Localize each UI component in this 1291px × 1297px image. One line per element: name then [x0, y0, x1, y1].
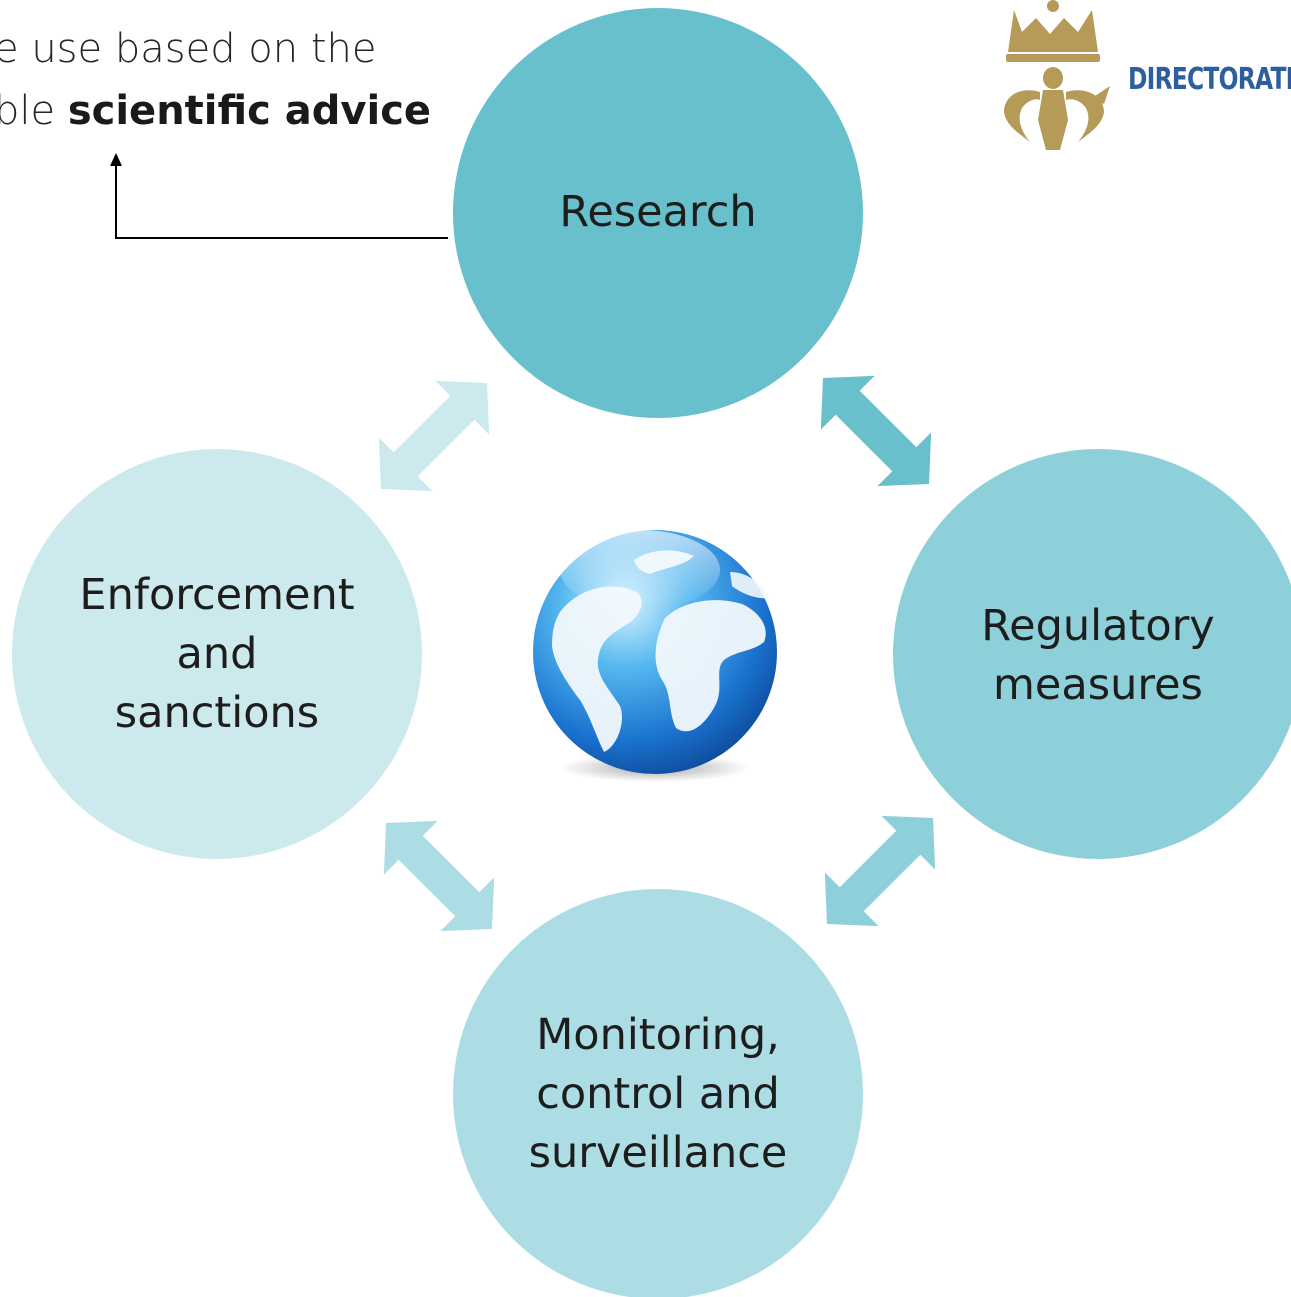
callout-connector — [115, 165, 448, 239]
double-arrow-mcs-enforcement — [383, 820, 495, 932]
logo-text: DIRECTORATE — [1128, 62, 1291, 97]
regulatory-label: Regulatory measures — [981, 601, 1215, 710]
research-circle — [453, 8, 863, 418]
double-arrow-research-regulatory — [820, 375, 932, 487]
globe-icon — [533, 530, 777, 782]
callout-line-2: ble scientific advice — [0, 80, 431, 142]
callout-bold-text: scientific advice — [67, 88, 432, 134]
crest-logo — [1004, 0, 1110, 150]
double-arrow-enforcement-research — [378, 380, 490, 492]
research-label: Research — [559, 186, 757, 237]
callout-arrowhead — [110, 153, 122, 166]
mcs-circle — [453, 889, 863, 1297]
callout-line-2-prefix: ble — [0, 88, 68, 134]
double-arrow-regulatory-mcs — [824, 815, 936, 927]
enforcement-label: Enforcement and sanctions — [79, 569, 355, 738]
mcs-label: Monitoring, control and surveillance — [528, 1009, 788, 1178]
enforcement-circle — [12, 449, 422, 859]
regulatory-circle — [893, 449, 1291, 859]
callout-line-1: e use based on the — [0, 26, 377, 72]
callout-text: e use based on the ble scientific advice — [0, 18, 431, 142]
